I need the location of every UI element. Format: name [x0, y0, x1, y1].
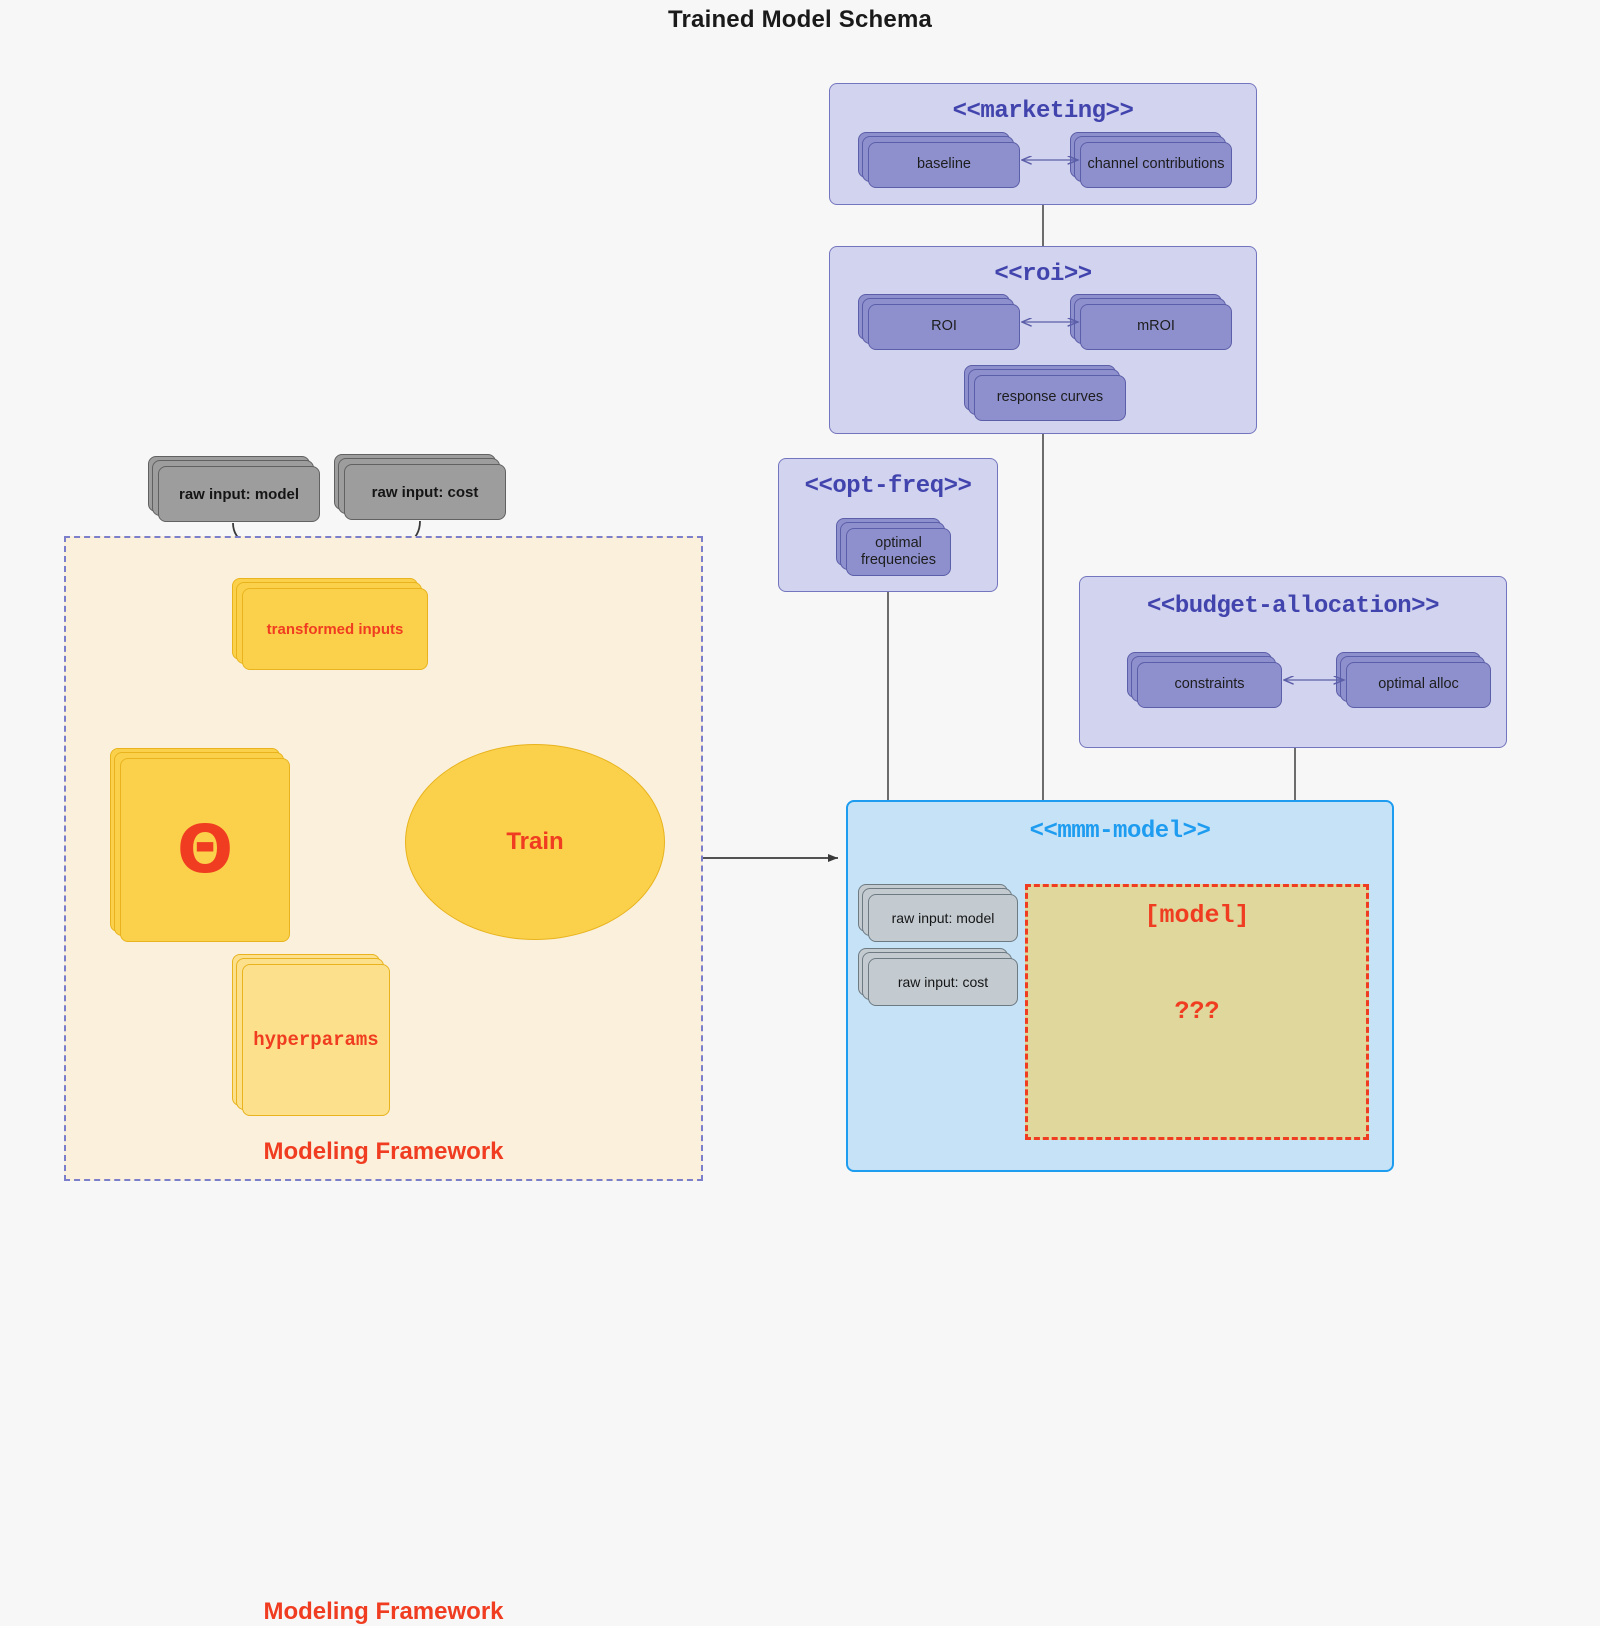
package-opt-freq-title: <<opt-freq>>	[804, 473, 972, 500]
component-mroi-label: mROI	[1080, 304, 1232, 350]
optimal-frequencies-line1: optimal	[875, 534, 922, 551]
package-budget-allocation-title: <<budget-allocation>>	[1147, 593, 1439, 620]
hyperparams-card[interactable]: hyperparams	[232, 954, 390, 1116]
mmm-raw-input-model-label: raw input: model	[868, 894, 1018, 942]
package-roi-title: <<roi>>	[994, 261, 1092, 288]
component-optimal-alloc-label: optimal alloc	[1346, 662, 1491, 708]
component-optimal-frequencies[interactable]: optimal frequencies	[836, 518, 951, 576]
train-node[interactable]: Train	[405, 744, 665, 940]
mmm-raw-input-cost-card[interactable]: raw input: cost	[858, 948, 1018, 1006]
package-mmm-model-title: <<mmm-model>>	[1029, 818, 1211, 845]
raw-input-cost-card[interactable]: raw input: cost	[334, 454, 506, 520]
theta-glyph-icon: Θ	[176, 811, 234, 888]
component-constraints[interactable]: constraints	[1127, 652, 1282, 708]
package-marketing-title: <<marketing>>	[952, 98, 1134, 125]
model-placeholder-title: [model]	[1144, 901, 1250, 930]
component-constraints-label: constraints	[1137, 662, 1282, 708]
page-title: Trained Model Schema	[667, 6, 933, 33]
modeling-framework-title: Modeling Framework	[263, 1138, 504, 1165]
component-channel-contributions[interactable]: channel contributions	[1070, 132, 1232, 188]
model-placeholder-question: ???	[1174, 997, 1220, 1026]
theta-card[interactable]: Θ	[110, 748, 290, 942]
hyperparams-label: hyperparams	[242, 964, 390, 1116]
raw-input-model-label: raw input: model	[158, 466, 320, 522]
raw-input-cost-label: raw input: cost	[344, 464, 506, 520]
mmm-raw-input-cost-label: raw input: cost	[868, 958, 1018, 1006]
theta-symbol: Θ	[120, 758, 290, 942]
model-placeholder-box[interactable]: [model] ???	[1025, 884, 1369, 1140]
component-response-curves-label: response curves	[974, 375, 1126, 421]
component-mroi[interactable]: mROI	[1070, 294, 1232, 350]
modeling-framework-label: Modeling Framework	[263, 1598, 504, 1625]
mmm-raw-input-model-card[interactable]: raw input: model	[858, 884, 1018, 942]
component-baseline-label: baseline	[868, 142, 1020, 188]
raw-input-model-card[interactable]: raw input: model	[148, 456, 320, 522]
component-roi-label: ROI	[868, 304, 1020, 350]
component-channel-contributions-label: channel contributions	[1080, 142, 1232, 188]
transformed-inputs-label: transformed inputs	[242, 588, 428, 670]
component-optimal-alloc[interactable]: optimal alloc	[1336, 652, 1491, 708]
component-link-arrows	[0, 0, 1600, 1252]
component-optimal-frequencies-label: optimal frequencies	[846, 528, 951, 576]
optimal-frequencies-line2: frequencies	[861, 552, 936, 568]
transformed-inputs-card[interactable]: transformed inputs	[232, 578, 428, 670]
component-roi[interactable]: ROI	[858, 294, 1020, 350]
component-baseline[interactable]: baseline	[858, 132, 1020, 188]
component-response-curves[interactable]: response curves	[964, 365, 1126, 421]
